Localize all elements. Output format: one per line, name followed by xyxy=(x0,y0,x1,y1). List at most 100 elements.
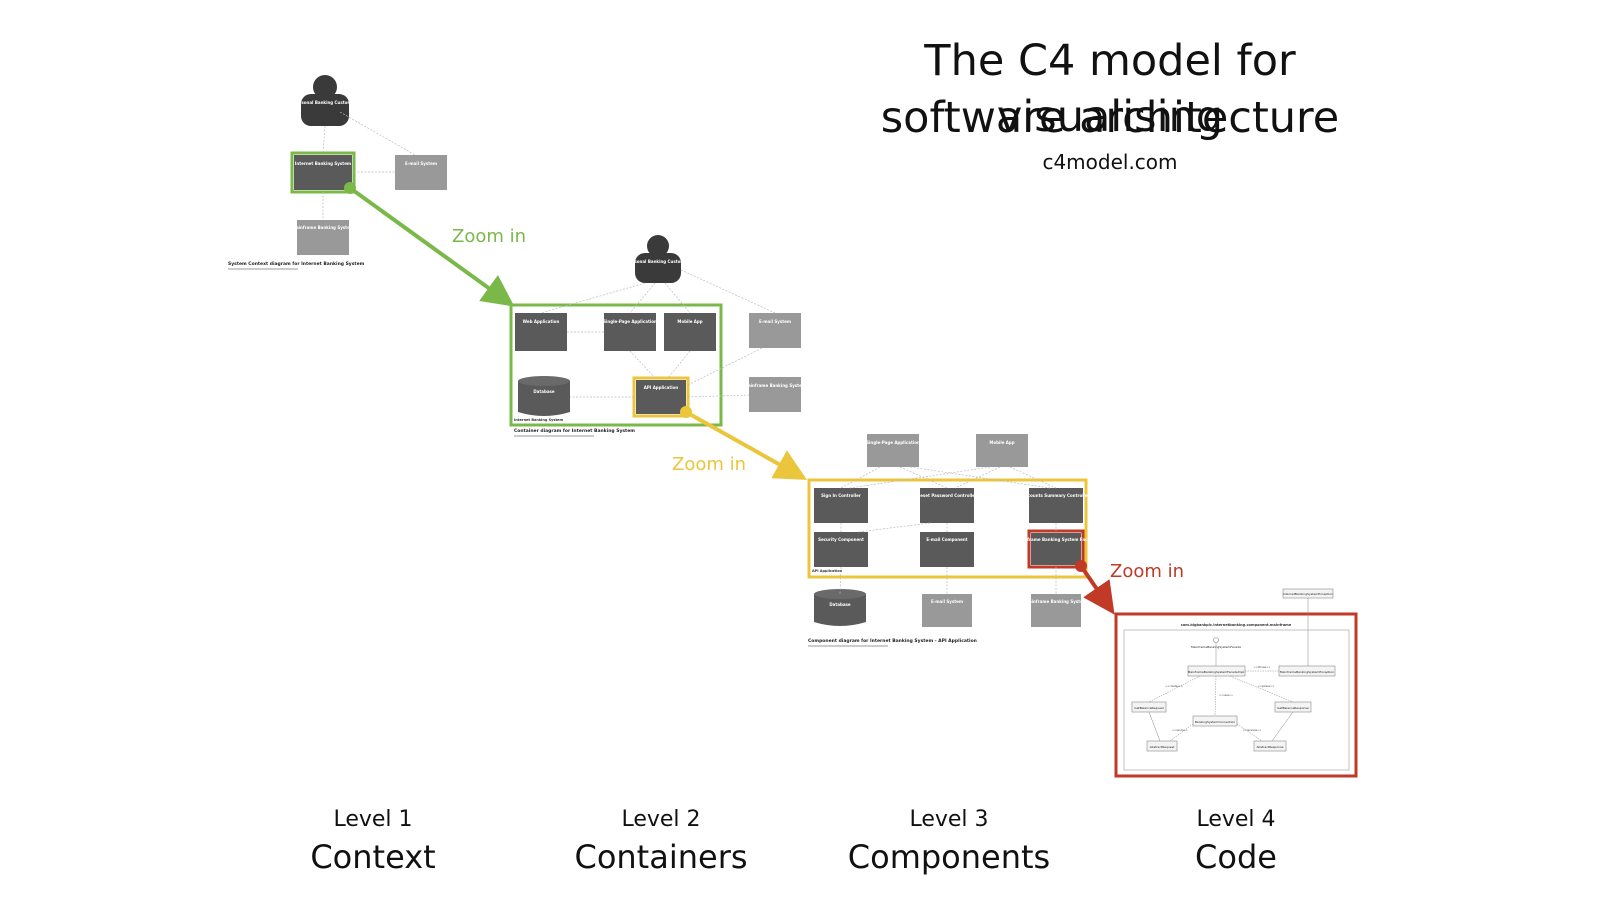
components-email-box xyxy=(922,594,972,627)
code-mb-exception-label: MainframeBankingSystemException xyxy=(1280,670,1334,674)
components-caption-sub xyxy=(808,645,888,647)
containers-diagram: Personal Banking Customer Internet Banki… xyxy=(509,235,806,437)
zoom-label-1: Zoom in xyxy=(452,226,527,247)
code-rel-label: <<sends>> xyxy=(1172,728,1188,732)
components-database-label: Database xyxy=(829,602,851,607)
context-mainframe-label: Mainframe Banking System xyxy=(292,225,354,230)
components-reset-label: Reset Password Controller xyxy=(917,493,977,498)
components-security-label: Security Component xyxy=(818,537,864,542)
components-spa-label: Single-Page Application xyxy=(866,440,920,445)
code-rel xyxy=(1169,723,1194,742)
page-title-line1: The C4 model for visualising xyxy=(924,36,1296,142)
page-title-line2: software architecture xyxy=(880,93,1340,143)
components-boundary xyxy=(807,478,1088,579)
person-head-icon xyxy=(647,235,669,257)
components-rel xyxy=(849,466,991,489)
context-email-label: E-mail System xyxy=(405,161,437,166)
containers-rel xyxy=(687,394,750,398)
code-connection-label: BankingSystemConnection xyxy=(1195,720,1235,724)
code-rel xyxy=(1148,675,1201,703)
person-head-icon xyxy=(313,75,337,99)
containers-caption: Container diagram for Internet Banking S… xyxy=(514,428,635,434)
context-person-label: Personal Banking Customer xyxy=(294,100,356,105)
components-facade-label: Mainframe Banking System Facade xyxy=(1016,537,1096,542)
context-mainframe-box xyxy=(297,220,349,255)
components-signin-label: Sign In Controller xyxy=(821,493,861,498)
components-security-box xyxy=(814,532,868,567)
containers-api-box xyxy=(636,380,686,414)
context-system-box xyxy=(294,155,352,190)
components-spa-box xyxy=(867,434,919,467)
components-rel xyxy=(909,466,1051,489)
context-rel xyxy=(339,111,416,156)
containers-mobile-label: Mobile App xyxy=(677,319,702,324)
components-rel xyxy=(839,566,842,595)
code-rel xyxy=(1148,711,1161,742)
level-3-name: Components xyxy=(847,838,1051,876)
containers-boundary xyxy=(509,303,723,427)
components-reset-box xyxy=(920,488,974,523)
code-abstract-resp-label: AbstractResponse xyxy=(1256,745,1283,749)
zoom-label-3: Zoom in xyxy=(1110,561,1185,582)
containers-rel xyxy=(629,282,656,314)
context-system-label: Internet Banking System xyxy=(295,161,351,166)
level-1-number: Level 1 xyxy=(333,807,413,832)
code-exception-label: InternetBankingSystemException xyxy=(1283,592,1333,596)
containers-email-box xyxy=(749,313,801,348)
components-accounts-box xyxy=(1029,488,1083,523)
components-rel xyxy=(899,466,948,489)
components-emailcomp-box xyxy=(920,532,974,567)
code-abstract-resp-class xyxy=(1253,740,1287,752)
code-rel-label: <<receives>> xyxy=(1243,728,1262,732)
containers-caption-sub xyxy=(514,435,594,437)
components-accounts-label: Accounts Summary Controller xyxy=(1022,493,1089,498)
components-database-body xyxy=(814,594,866,626)
containers-rel xyxy=(664,282,691,314)
person-body xyxy=(635,253,681,283)
level-3-number: Level 3 xyxy=(909,807,989,832)
containers-mainframe-box xyxy=(749,377,801,412)
zoom-arrow-red xyxy=(1079,564,1115,615)
components-facade-box xyxy=(1031,533,1081,565)
containers-mainframe-label: Mainframe Banking System xyxy=(744,383,806,388)
code-facade-impl-label: MainframeBankingSystemFacadeImpl xyxy=(1188,670,1245,674)
components-diagram: Single-Page Application Mobile App API A… xyxy=(807,434,1096,647)
interface-lollipop-icon xyxy=(1213,637,1219,643)
context-caption: System Context diagram for Internet Bank… xyxy=(228,261,365,267)
code-rel-label: <<throws>> xyxy=(1254,665,1271,669)
level-1-name: Context xyxy=(310,838,436,876)
context-email-box xyxy=(395,155,447,190)
context-diagram: Personal Banking Customer Internet Banki… xyxy=(228,75,447,270)
containers-spa-label: Single-Page Application xyxy=(603,319,657,324)
site-url: c4model.com xyxy=(1042,150,1178,174)
containers-person-label: Personal Banking Customer xyxy=(627,259,689,264)
containers-webapp-box xyxy=(515,313,567,351)
components-emailcomp-label: E-mail Component xyxy=(926,537,967,542)
containers-rel xyxy=(680,269,776,314)
components-mainframe-label: Mainframe Banking System xyxy=(1025,599,1087,604)
containers-api-label: API Application xyxy=(644,385,679,390)
containers-database-label: Database xyxy=(533,389,555,394)
components-mobile-label: Mobile App xyxy=(989,440,1014,445)
zoom-arrows xyxy=(344,182,1115,615)
containers-email-label: E-mail System xyxy=(759,319,791,324)
components-mainframe-box xyxy=(1031,594,1081,627)
containers-database-body xyxy=(518,381,570,416)
level-4-name: Code xyxy=(1195,838,1277,876)
containers-rel xyxy=(667,350,691,379)
containers-mobile-box xyxy=(664,313,716,351)
code-package-label: com.bigbankplc.internetbanking.component… xyxy=(1181,623,1292,627)
code-inner-package xyxy=(1123,629,1350,771)
components-rel xyxy=(1009,466,1057,489)
context-rel xyxy=(322,125,326,154)
level-2-number: Level 2 xyxy=(621,807,701,832)
zoom-arrow-yellow xyxy=(685,410,807,480)
containers-boundary-label: Internet Banking System xyxy=(514,418,564,422)
code-get-balance-req-label: GetBalanceRequest xyxy=(1134,706,1164,710)
level-2-name: Containers xyxy=(574,838,748,876)
components-email-label: E-mail System xyxy=(931,599,963,604)
containers-spa-box xyxy=(604,313,656,351)
containers-rel xyxy=(629,350,656,379)
